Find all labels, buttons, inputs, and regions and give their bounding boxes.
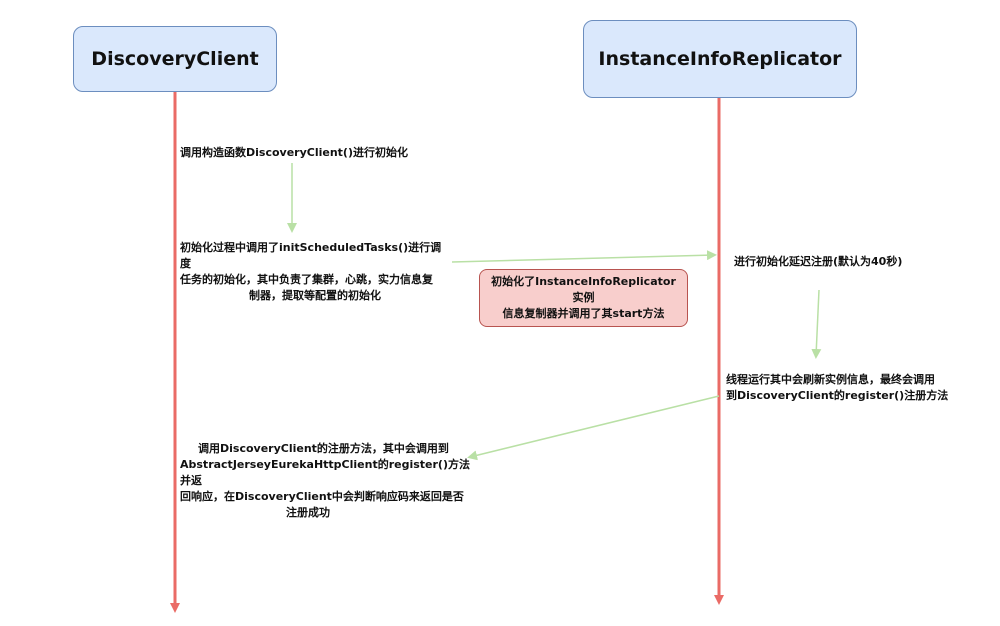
step-init-tasks-line1: 初始化过程中调用了initScheduledTasks()进行调度 (180, 241, 442, 270)
participant-instance-info-replicator: InstanceInfoReplicator (583, 20, 857, 98)
note-line1: 初始化了InstanceInfoReplicator实例 (491, 275, 676, 304)
step-delayed-register-label: 进行初始化延迟注册(默认为40秒) (734, 255, 903, 268)
step-init-tasks-line3: 制器，提取等配置的初始化 (249, 289, 381, 302)
note-line2: 信息复制器并调用了其start方法 (502, 307, 665, 320)
step-register-call-label: 调用DiscoveryClient的注册方法，其中会调用到 AbstractJe… (180, 441, 480, 521)
step-constructor-label: 调用构造函数DiscoveryClient()进行初始化 (180, 146, 408, 159)
participant-discovery-client: DiscoveryClient (73, 26, 277, 92)
participant-discovery-client-label: DiscoveryClient (91, 48, 259, 70)
note-replicator-init: 初始化了InstanceInfoReplicator实例 信息复制器并调用了其s… (479, 269, 688, 327)
arrow-thread-to-register (467, 395, 720, 461)
step-thread-refresh-label: 线程运行其中会刷新实例信息，最终会调用 到DiscoveryClient的reg… (726, 372, 966, 404)
step-register-call-line2: AbstractJerseyEurekaHttpClient的register(… (180, 458, 470, 487)
step-register-call-line1: 调用DiscoveryClient的注册方法，其中会调用到 (198, 442, 449, 455)
step-register-call-line3: 回响应，在DiscoveryClient中会判断响应码来返回是否 (180, 490, 464, 503)
participant-instance-info-replicator-label: InstanceInfoReplicator (598, 48, 842, 70)
arrow-delay-to-thread (811, 289, 822, 359)
step-thread-refresh-line1: 线程运行其中会刷新实例信息，最终会调用 (726, 373, 935, 386)
step-init-tasks-label: 初始化过程中调用了initScheduledTasks()进行调度 任务的初始化… (180, 240, 450, 304)
step-thread-refresh-line2: 到DiscoveryClient的register()注册方法 (726, 389, 949, 402)
step-init-tasks-line2: 任务的初始化，其中负责了集群，心跳，实力信息复 (180, 273, 433, 286)
step-register-call-line4: 注册成功 (286, 506, 330, 519)
arrow-init-to-replicator (451, 250, 717, 263)
